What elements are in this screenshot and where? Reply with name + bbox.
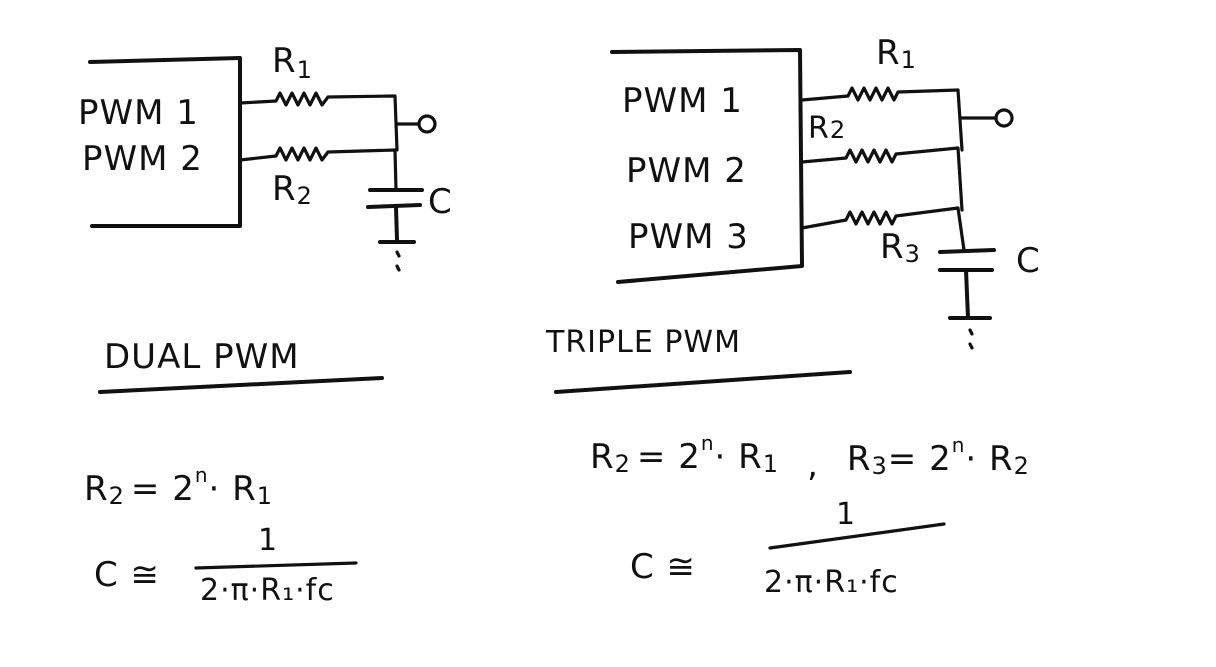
dual-capacitor-label: C (428, 182, 453, 222)
triple-r3-wire (800, 206, 966, 252)
dual-r2-wire (238, 146, 398, 192)
dual-eq-c-denominator: 2·π·R₁·fc (200, 573, 335, 608)
dual-output-terminal (417, 114, 437, 134)
triple-output-terminal (994, 108, 1014, 128)
triple-resistor-r1-label: R1 (876, 33, 917, 74)
triple-eq-c-denominator: 2·π·R₁·fc (764, 565, 899, 600)
triple-r1-wire (800, 86, 964, 152)
triple-ground-symbol (968, 328, 974, 350)
triple-eq-c-numerator: 1 (836, 497, 856, 532)
dual-resistor-r1-label: R1 (272, 41, 313, 84)
dual-pwm-title: DUAL PWM (104, 337, 300, 377)
triple-pwm-circuit: PWM 1 PWM 2 PWM 3 R1 R2 R3 C (610, 33, 1041, 350)
dual-chip-outline (88, 56, 242, 228)
triple-equation-r: R2= 2n· R1,R3= 2n· R2 (590, 431, 1030, 485)
triple-r2-wire (800, 146, 964, 212)
triple-input-label-3: PWM 3 (628, 217, 749, 257)
triple-resistor-r2-label: R2 (808, 111, 846, 146)
dual-input-label-1: PWM 1 (78, 93, 199, 133)
triple-equation-c: C ≅ 1 2·π·R₁·fc (630, 497, 946, 600)
triple-capacitor-label: C (1016, 241, 1041, 281)
triple-capacitor-symbol (938, 248, 996, 320)
dual-capacitor-symbol (366, 188, 424, 244)
dual-resistor-r2-label: R2 (272, 169, 313, 210)
dual-r1-wire (238, 91, 399, 152)
dual-eq-c-lhs: C ≅ (94, 555, 160, 595)
dual-equation-r2: R2= 2n· R1 (84, 463, 273, 510)
dual-eq-c-numerator: 1 (258, 523, 278, 558)
triple-eq-c-lhs: C ≅ (630, 547, 696, 587)
dual-input-label-2: PWM 2 (82, 139, 203, 179)
dual-pwm-circuit: PWM 1 PWM 2 R1 R2 C (78, 41, 453, 272)
triple-input-label-2: PWM 2 (626, 151, 747, 191)
dual-equation-c: C ≅ 1 2·π·R₁·fc (94, 523, 358, 608)
triple-pwm-title: TRIPLE PWM (545, 325, 741, 360)
triple-input-label-1: PWM 1 (622, 81, 743, 121)
dual-fraction-bar (194, 561, 358, 570)
triple-resistor-r3-label: R3 (880, 227, 921, 268)
dual-ground-symbol (395, 250, 401, 272)
dual-title-underline (98, 376, 384, 394)
triple-fraction-bar (768, 522, 946, 550)
triple-title-underline (554, 370, 852, 394)
triple-chip-outline (610, 48, 804, 284)
